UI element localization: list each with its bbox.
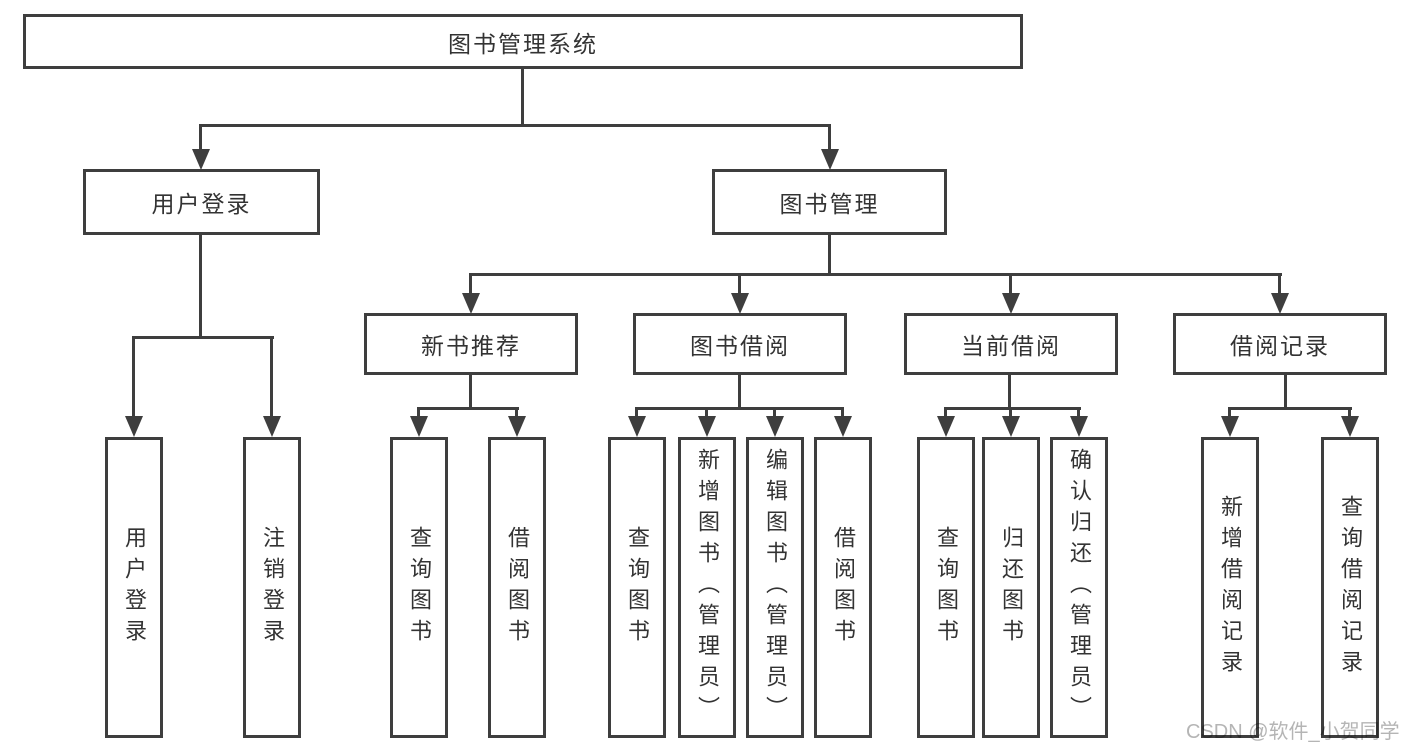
connector-line (635, 407, 843, 410)
node-borrow-books-recommend: 借阅图书 (488, 437, 546, 738)
connector-line (1077, 407, 1080, 417)
arrow-down-icon (125, 416, 143, 437)
connector-line (828, 235, 831, 275)
node-edit-book-admin-label: 编辑图书（管理员） (763, 448, 788, 727)
arrow-down-icon (834, 416, 852, 437)
node-current-borrowing-label: 当前借阅 (961, 333, 1061, 359)
connector-line (738, 375, 741, 409)
node-query-books-borrowing-label: 查询图书 (625, 525, 650, 650)
arrow-down-icon (1002, 416, 1020, 437)
node-add-book-admin: 新增图书（管理员） (678, 437, 736, 738)
node-book-management-label: 图书管理 (779, 191, 880, 217)
connector-line (705, 407, 708, 417)
node-return-book-label: 归还图书 (999, 525, 1024, 650)
arrow-down-icon (821, 149, 839, 170)
node-book-borrowing: 图书借阅 (633, 313, 847, 375)
arrow-down-icon (410, 416, 428, 437)
connector-line (1284, 375, 1287, 409)
arrow-down-icon (1070, 416, 1088, 437)
node-root-label: 图书管理系统 (448, 30, 598, 57)
node-new-book-recommend-label: 新书推荐 (421, 333, 521, 359)
node-query-borrow-record-label: 查询借阅记录 (1338, 494, 1363, 681)
connector-line (469, 375, 472, 409)
arrow-down-icon (1002, 293, 1020, 314)
arrow-down-icon (508, 416, 526, 437)
arrow-down-icon (937, 416, 955, 437)
arrow-down-icon (462, 293, 480, 314)
node-borrow-books-recommend-label: 借阅图书 (505, 525, 530, 650)
arrow-down-icon (628, 416, 646, 437)
node-borrowing-records: 借阅记录 (1173, 313, 1387, 375)
connector-line (635, 407, 638, 417)
node-query-books-recommend: 查询图书 (390, 437, 448, 738)
node-return-book: 归还图书 (982, 437, 1040, 738)
connector-line (1348, 407, 1351, 417)
node-current-borrowing: 当前借阅 (904, 313, 1118, 375)
connector-line (1009, 407, 1012, 417)
node-new-book-recommend: 新书推荐 (364, 313, 578, 375)
node-user-login-action: 用户登录 (105, 437, 163, 738)
connector-line (270, 336, 273, 417)
connector-line (199, 124, 202, 152)
connector-line (469, 273, 1282, 276)
arrow-down-icon (766, 416, 784, 437)
connector-line (1228, 407, 1352, 410)
arrow-down-icon (263, 416, 281, 437)
arrow-down-icon (192, 149, 210, 170)
node-borrowing-records-label: 借阅记录 (1230, 333, 1330, 359)
node-query-books-current-label: 查询图书 (934, 525, 959, 650)
arrow-down-icon (731, 293, 749, 314)
node-book-management: 图书管理 (712, 169, 947, 235)
connector-line (132, 336, 274, 339)
node-add-book-admin-label: 新增图书（管理员） (695, 448, 720, 727)
connector-line (417, 407, 420, 417)
connector-line (132, 336, 135, 417)
node-add-borrow-record-label: 新增借阅记录 (1218, 494, 1243, 681)
node-user-login: 用户登录 (83, 169, 320, 235)
node-edit-book-admin: 编辑图书（管理员） (746, 437, 804, 738)
node-logout-action-label: 注销登录 (260, 525, 285, 650)
connector-line (1009, 273, 1012, 295)
arrow-down-icon (1221, 416, 1239, 437)
arrow-down-icon (698, 416, 716, 437)
node-add-borrow-record: 新增借阅记录 (1201, 437, 1259, 738)
connector-line (944, 407, 1081, 410)
connector-line (944, 407, 947, 417)
node-user-login-action-label: 用户登录 (122, 525, 147, 650)
connector-line (515, 407, 518, 417)
node-query-borrow-record: 查询借阅记录 (1321, 437, 1379, 738)
arrow-down-icon (1271, 293, 1289, 314)
node-root: 图书管理系统 (23, 14, 1023, 69)
node-book-borrowing-label: 图书借阅 (690, 333, 790, 359)
arrow-down-icon (1341, 416, 1359, 437)
node-query-books-borrowing: 查询图书 (608, 437, 666, 738)
connector-line (1228, 407, 1231, 417)
connector-line (738, 273, 741, 295)
node-confirm-return-admin: 确认归还（管理员） (1050, 437, 1108, 738)
node-query-books-current: 查询图书 (917, 437, 975, 738)
connector-line (828, 124, 831, 152)
connector-line (1278, 273, 1281, 295)
connector-line (469, 273, 472, 295)
connector-line (417, 407, 519, 410)
node-borrow-books-label: 借阅图书 (831, 525, 856, 650)
connector-line (199, 124, 831, 127)
node-confirm-return-admin-label: 确认归还（管理员） (1067, 448, 1092, 727)
node-logout-action: 注销登录 (243, 437, 301, 738)
node-user-login-label: 用户登录 (151, 191, 252, 217)
watermark: CSDN @软件_小贺同学 (1186, 721, 1400, 743)
connector-line (773, 407, 776, 417)
connector-line (841, 407, 844, 417)
node-borrow-books: 借阅图书 (814, 437, 872, 738)
connector-line (521, 69, 524, 127)
connector-line (1008, 375, 1011, 409)
connector-line (199, 235, 202, 338)
node-query-books-recommend-label: 查询图书 (407, 525, 432, 650)
